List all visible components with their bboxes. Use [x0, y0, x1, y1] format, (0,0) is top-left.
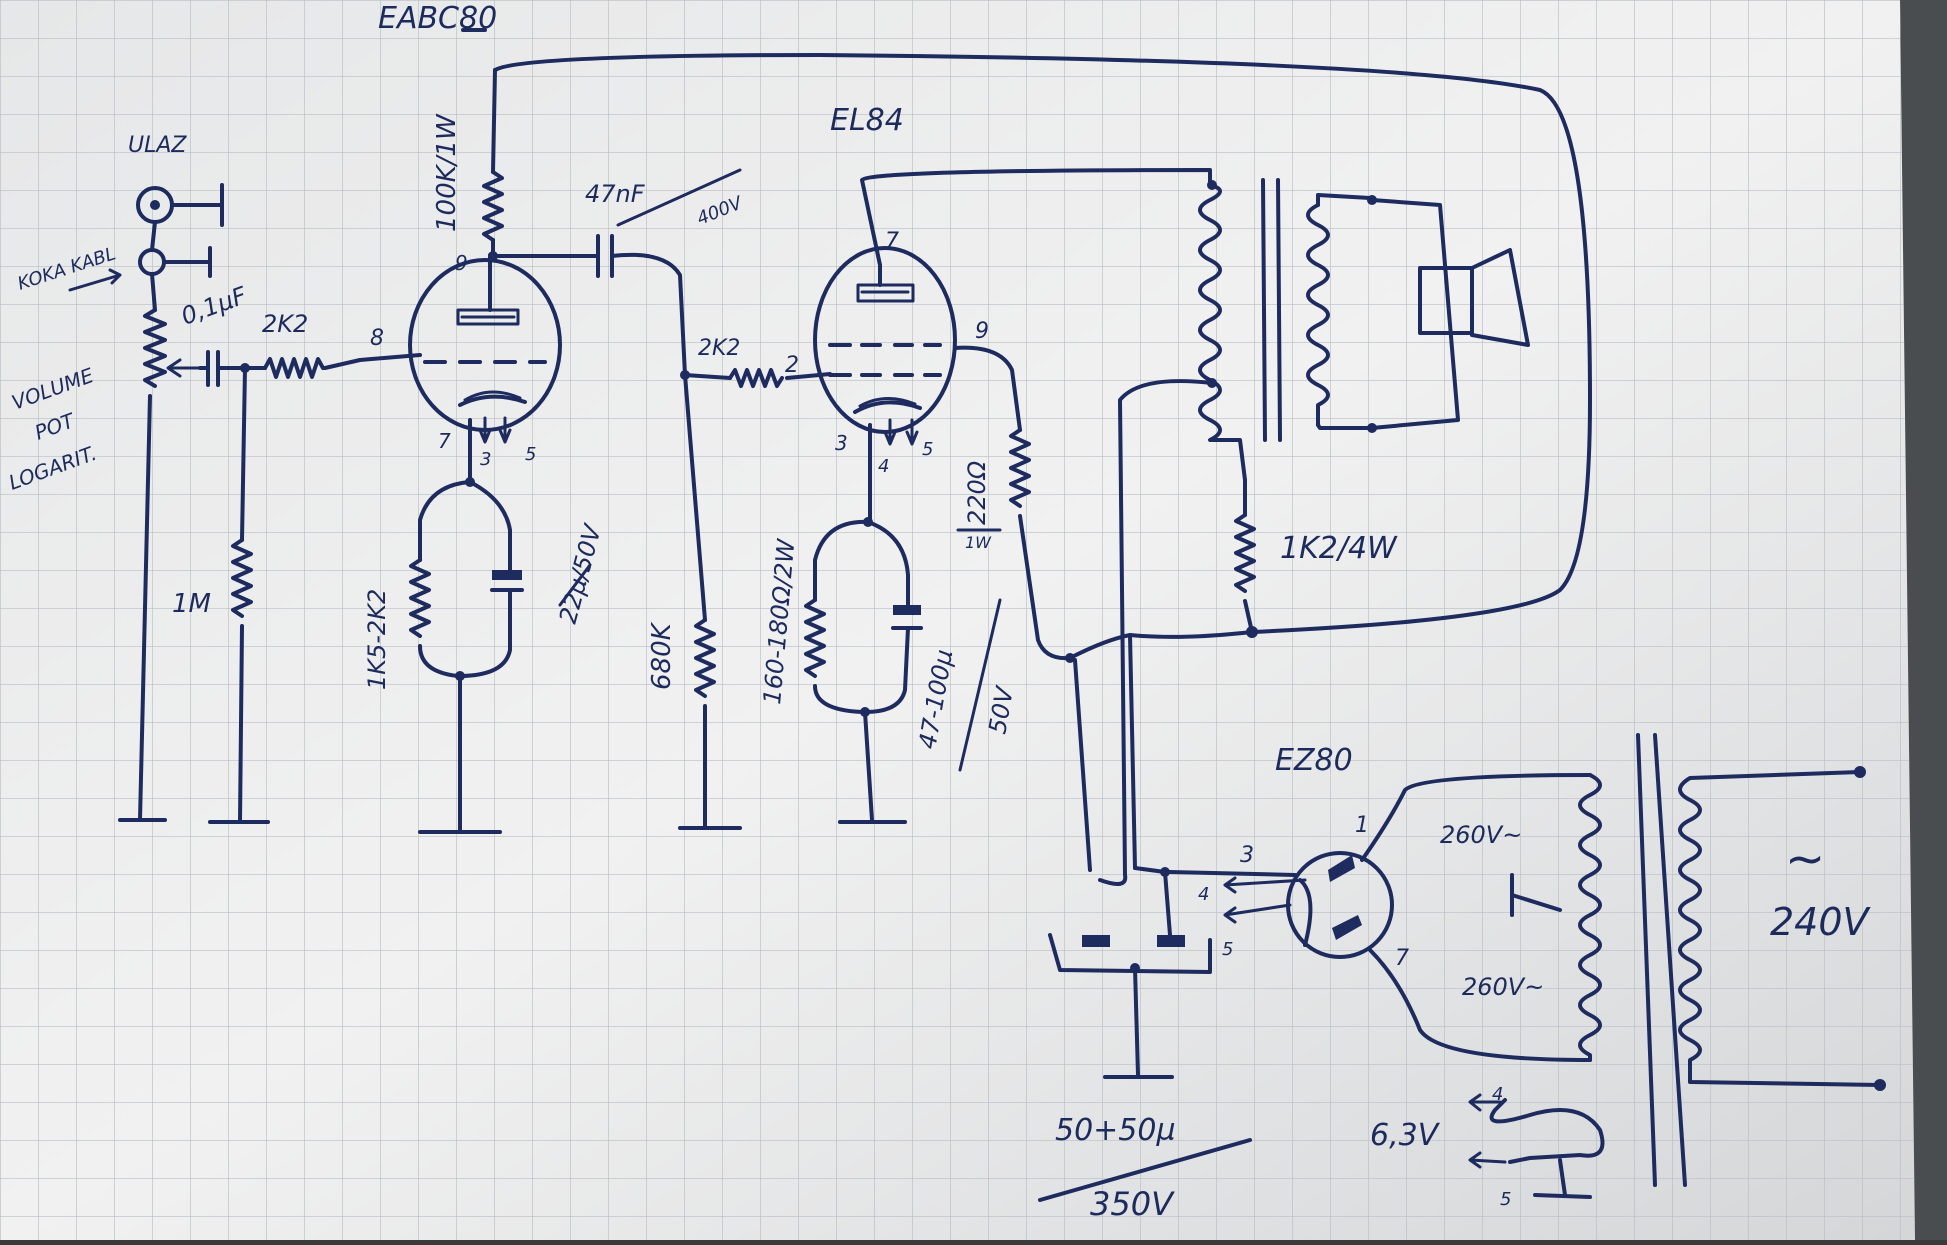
screen-resistor	[1009, 428, 1132, 663]
ez80-tube	[1168, 773, 1592, 1062]
heater-pin-f1: 4	[1492, 1084, 1503, 1105]
pin-el-grid: 2	[785, 353, 799, 378]
c-coupling-label-1: 47nF	[585, 180, 646, 208]
filter-capacitor	[1038, 658, 1252, 1202]
pin-el-plate: 7	[885, 229, 899, 254]
pin-eabc-f1: 3	[480, 449, 491, 470]
mains-voltage-label: 240V	[1770, 900, 1872, 944]
plate-load-eabc	[482, 53, 1592, 634]
pin-el-screen: 9	[975, 319, 989, 344]
hv-secondary-label-2: 260V~	[1462, 973, 1544, 1001]
r-leak1-label: 1M	[172, 589, 211, 619]
pin-eabc-grid: 8	[370, 326, 384, 351]
r-screen-label-2: 1W	[965, 533, 992, 552]
r-grid2-label: 2K2	[698, 336, 740, 361]
pin-eabc-cathode: 7	[438, 429, 451, 453]
ez80-label: EZ80	[1275, 743, 1353, 778]
r-plate1-label: 100K/1W	[432, 113, 462, 232]
c-filter-label-1: 50+50µ	[1055, 1113, 1176, 1148]
pin-el-f1: 4	[878, 456, 889, 477]
output-transformer	[1098, 178, 1530, 886]
cathode-network-el84	[804, 517, 923, 824]
mains-symbol: ~	[1785, 831, 1825, 887]
filter-resistor	[1128, 478, 1258, 870]
r-filter-label: 1K2/4W	[1280, 531, 1398, 566]
cathode-network-eabc	[409, 477, 524, 834]
coupling-el84	[491, 234, 832, 830]
power-transformer	[1468, 733, 1886, 1199]
r-leak2-label: 680K	[647, 621, 677, 690]
input-section	[68, 183, 422, 824]
pin-ez-a1: 1	[1355, 813, 1369, 838]
r-cathode1-label: 1K5-2K2	[363, 589, 391, 690]
r-grid1-label: 2K2	[262, 310, 308, 338]
pin-ez-f1: 4	[1198, 884, 1209, 905]
el84-tube	[813, 168, 1212, 522]
pin-eabc-f2: 5	[525, 444, 536, 465]
pin-ez-a2: 7	[1395, 946, 1409, 971]
pin-eabc-plate: 9	[455, 251, 468, 275]
heater-pin-f2: 5	[1500, 1189, 1511, 1210]
pin-el-f2: 5	[922, 439, 933, 460]
el84-label: EL84	[830, 103, 904, 138]
pin-el-cathode: 3	[835, 431, 848, 455]
pin-ez-f2: 5	[1222, 939, 1233, 960]
heater-voltage-label: 6,3V	[1370, 1118, 1441, 1153]
ulaz-label: ULAZ	[128, 133, 187, 158]
hv-secondary-label-1: 260V~	[1440, 821, 1522, 849]
r-screen-label-1: 220Ω	[963, 460, 991, 525]
pin-ez-k: 3	[1240, 843, 1254, 868]
c-filter-label-2: 350V	[1090, 1185, 1175, 1223]
